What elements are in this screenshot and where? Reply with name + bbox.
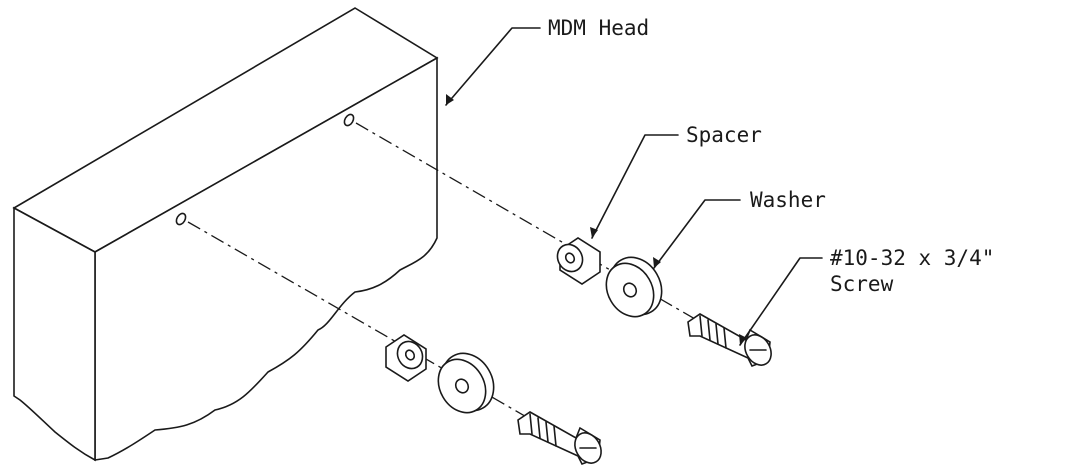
leader-screw	[739, 257, 823, 346]
upper-screw	[687, 313, 772, 368]
centerline-upper	[355, 122, 741, 346]
centerline-lower	[187, 221, 571, 443]
leader-washer	[653, 199, 741, 269]
hole-upper	[343, 113, 355, 127]
label-mdm-head: MDM Head	[548, 16, 649, 40]
label-screw: Screw	[830, 272, 894, 296]
hole-lower	[175, 212, 187, 226]
block-end-face	[13, 206, 96, 462]
lower-washer	[437, 352, 495, 414]
leader-mdm-head	[445, 27, 541, 106]
leader-spacer	[590, 134, 679, 239]
mdm-head-block	[12, 7, 439, 462]
lower-spacer	[385, 334, 427, 382]
label-screw-spec: #10-32 x 3/4"	[830, 246, 994, 270]
label-spacer: Spacer	[686, 123, 762, 147]
upper-spacer	[556, 237, 601, 285]
lower-screw	[517, 411, 602, 466]
upper-washer	[605, 256, 663, 318]
label-washer: Washer	[750, 188, 826, 212]
block-front-face	[94, 56, 438, 461]
